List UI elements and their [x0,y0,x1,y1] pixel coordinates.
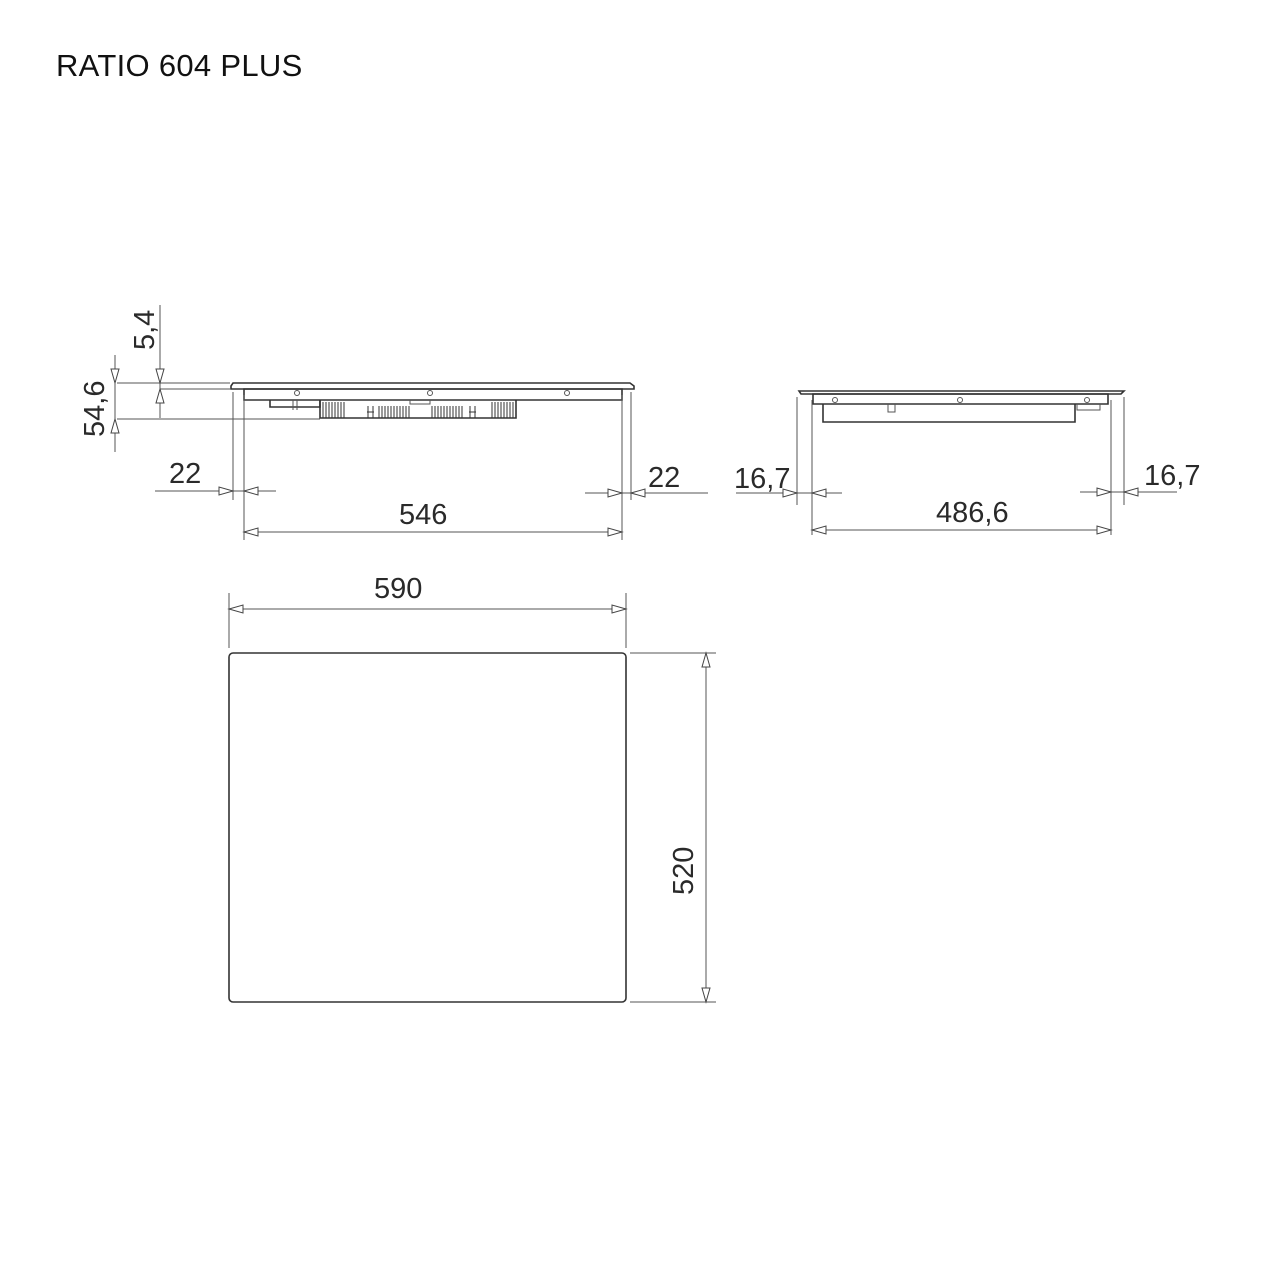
front-view: 5,4 54,6 22 22 546 [79,305,708,540]
dim-front-left-offset: 22 [169,458,201,490]
top-view: 590 520 [228,573,716,1003]
dim-side-right-offset: 16,7 [1144,460,1200,492]
dim-total-height: 54,6 [79,381,111,437]
dim-glass-thickness: 5,4 [129,310,161,350]
dim-top-width: 590 [374,573,422,605]
dim-body-depth: 486,6 [936,497,1009,529]
drawing-title: RATIO 604 PLUS [56,48,303,83]
dim-front-right-offset: 22 [648,462,680,494]
side-view: 16,7 16,7 486,6 [734,390,1200,535]
dim-side-left-offset: 16,7 [734,463,790,495]
dim-body-width: 546 [399,499,447,531]
dim-top-depth: 520 [668,847,700,895]
